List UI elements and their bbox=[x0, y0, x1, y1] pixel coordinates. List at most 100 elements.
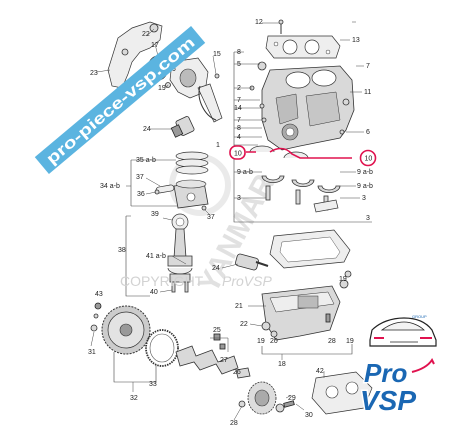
plug-6 bbox=[339, 129, 345, 135]
rod-bolt-40a bbox=[171, 281, 176, 293]
plug-11 bbox=[342, 98, 350, 106]
callout-25: 25 bbox=[213, 327, 221, 334]
callout-20: 20 bbox=[270, 338, 278, 345]
highlight-line-10 bbox=[246, 147, 352, 159]
callout-37-b: 37 bbox=[207, 214, 215, 221]
shell-9b bbox=[283, 151, 309, 159]
logo-swoosh bbox=[411, 358, 435, 373]
logo-group-text: GROUP bbox=[412, 314, 427, 319]
callout-31: 31 bbox=[88, 349, 96, 356]
callout-18: 18 bbox=[278, 361, 286, 368]
seal-ring-33 bbox=[145, 329, 179, 367]
callout-13: 13 bbox=[352, 37, 360, 44]
callout-37-a: 37 bbox=[136, 174, 144, 181]
bearing-shells bbox=[246, 145, 352, 213]
bolt-30 bbox=[283, 400, 295, 408]
gasket-42 bbox=[311, 371, 373, 415]
rod-bolt-40b bbox=[184, 281, 189, 293]
plug-14 bbox=[261, 117, 267, 123]
callout-7-c: 7 bbox=[366, 63, 370, 70]
cap-bolt-2 bbox=[295, 189, 301, 205]
piston-34 bbox=[154, 179, 209, 211]
callout-8-a: 8 bbox=[237, 49, 241, 56]
url-banner-bg bbox=[34, 26, 206, 174]
provsp-logo: GROUP Pro VSP bbox=[359, 314, 437, 418]
callout-28-bot: 28 bbox=[230, 420, 238, 427]
callout-23: 23 bbox=[90, 70, 98, 77]
callout-7-a: 7 bbox=[237, 97, 241, 104]
cap-mid bbox=[291, 179, 315, 187]
callout-4: 4 bbox=[237, 134, 241, 141]
rod-big-end bbox=[167, 255, 193, 267]
connecting-rod bbox=[167, 213, 193, 293]
plug-20a bbox=[339, 279, 349, 289]
callout-35ab: 35 a-b bbox=[136, 157, 156, 164]
pulley-washer bbox=[238, 400, 246, 408]
part-24-middle bbox=[221, 253, 269, 271]
cap-left bbox=[261, 175, 285, 183]
callout-19-top: 19 bbox=[158, 85, 166, 92]
callout-36: 36 bbox=[137, 191, 145, 198]
logo-car-outline bbox=[369, 317, 437, 347]
callout-38: 38 bbox=[118, 247, 126, 254]
cap-right bbox=[317, 185, 341, 193]
cap-bolt bbox=[265, 185, 271, 201]
crankshaft bbox=[175, 333, 251, 379]
copyright-text: COPYRIGHT bbox=[120, 273, 204, 289]
callout-7-b: 7 bbox=[237, 117, 241, 124]
copyright-watermark: COPYRIGHT ProVSP bbox=[120, 273, 272, 289]
callout-39: 39 bbox=[151, 211, 159, 218]
callout-10-right-text: 10 bbox=[365, 156, 373, 163]
left-bracket-lines bbox=[125, 159, 211, 297]
crank-pulley bbox=[233, 381, 305, 421]
piston-rings-35 bbox=[175, 151, 209, 175]
sleeve-24b bbox=[235, 253, 259, 271]
callout-3-right-a: 3 bbox=[362, 195, 366, 202]
callout-11: 11 bbox=[364, 89, 371, 96]
flywheel bbox=[90, 302, 151, 355]
callout-42: 42 bbox=[316, 368, 324, 375]
key-27 bbox=[219, 343, 226, 350]
oil-seal-33 bbox=[145, 329, 179, 367]
key-25 bbox=[213, 333, 221, 341]
callout-3-left: 3 bbox=[237, 195, 241, 202]
oil-pan bbox=[248, 285, 353, 360]
callout-9ab-right-b: 9 a-b bbox=[357, 183, 373, 190]
callout-8-b: 8 bbox=[237, 125, 241, 132]
callout-12: 12 bbox=[255, 19, 263, 26]
callout-19-right: 19 bbox=[339, 276, 347, 283]
ring-8 bbox=[257, 61, 267, 71]
callout-22-mid: 22 bbox=[240, 321, 248, 328]
bracket-hole-2 bbox=[121, 48, 129, 56]
oil-pan-gasket-assembly bbox=[269, 229, 352, 289]
logo-vsp-text: VSP bbox=[360, 385, 416, 416]
pin-43b bbox=[93, 313, 99, 319]
callout-24-mid: 24 bbox=[212, 265, 220, 272]
part-24-upper bbox=[150, 116, 195, 138]
callout-40: 40 bbox=[150, 289, 158, 296]
block-bracket-lines bbox=[233, 21, 372, 223]
callout-26: 26 bbox=[233, 369, 241, 376]
callout-22: 22 bbox=[142, 31, 150, 38]
callout-5: 5 bbox=[237, 61, 241, 68]
gasket-13 bbox=[265, 35, 341, 59]
callout-33: 33 bbox=[149, 381, 157, 388]
callout-19-bot: 19 bbox=[257, 338, 265, 345]
copyright-brand-text: ProVSP bbox=[222, 273, 272, 289]
callout-2: 2 bbox=[237, 85, 241, 92]
crankshaft-body bbox=[175, 345, 239, 375]
pulley-29 bbox=[275, 403, 285, 413]
callout-21: 21 bbox=[235, 303, 243, 310]
bracket-hole bbox=[149, 23, 159, 33]
bolt-28 bbox=[325, 313, 331, 323]
callout-34ab: 34 a-b bbox=[100, 183, 120, 190]
callout-15: 15 bbox=[213, 51, 221, 58]
callout-41ab: 41 a-b bbox=[146, 253, 166, 260]
washer-20 bbox=[270, 330, 278, 338]
callout-10-left-text: 10 bbox=[234, 151, 242, 158]
callout-43: 43 bbox=[95, 291, 103, 298]
head-gasket-assembly bbox=[262, 19, 350, 59]
bottom-bracket bbox=[113, 352, 157, 392]
callout-10-left: 10 bbox=[229, 145, 246, 160]
